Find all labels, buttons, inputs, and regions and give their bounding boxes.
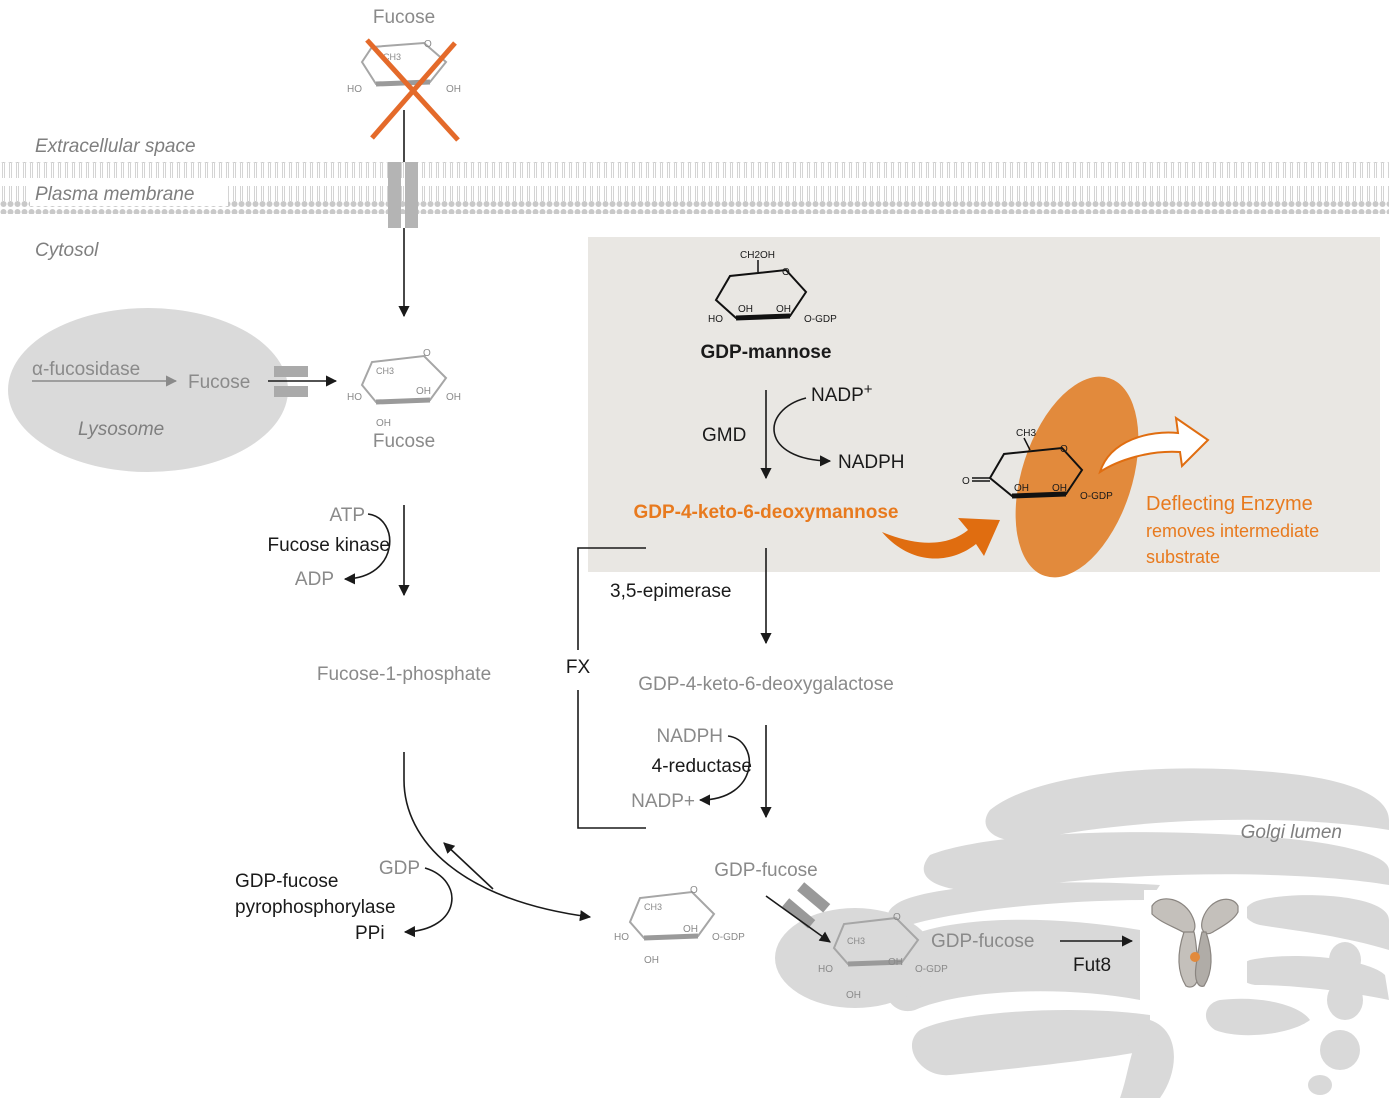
svg-text:OH: OH bbox=[1052, 483, 1067, 494]
svg-text:OH: OH bbox=[644, 955, 659, 966]
svg-text:HO: HO bbox=[614, 932, 629, 943]
svg-text:CH3: CH3 bbox=[644, 902, 662, 912]
svg-text:OH: OH bbox=[416, 386, 431, 397]
epimerase-label: 3,5-epimerase bbox=[610, 581, 731, 602]
svg-text:O: O bbox=[893, 912, 901, 923]
svg-text:HO: HO bbox=[708, 314, 723, 325]
fucose-ring-extracellular: O CH3 HO OH bbox=[347, 39, 461, 95]
gdp-fucose-ring-golgi: O CH3 HO OH O-GDP OH bbox=[818, 912, 948, 1001]
svg-text:OH: OH bbox=[846, 990, 861, 1001]
nadph-top-label: NADPH bbox=[838, 452, 905, 473]
golgi-transporter bbox=[782, 882, 831, 929]
gdp-fucose-ring-cytosol: O CH3 HO OH O-GDP OH bbox=[614, 885, 745, 966]
extracellular-label: Extracellular space bbox=[35, 136, 196, 157]
lysosome-transporter bbox=[274, 366, 308, 397]
membrane-label: Plasma membrane bbox=[35, 184, 194, 205]
deflecting-enzyme-title: Deflecting Enzyme bbox=[1146, 493, 1313, 515]
fucose-ring-cytosol: O CH3 HO OH OH OH bbox=[347, 348, 461, 429]
svg-text:OH: OH bbox=[738, 304, 753, 315]
pyrophosphorylase-label-line2: pyrophosphorylase bbox=[235, 897, 396, 918]
svg-text:O: O bbox=[782, 267, 790, 278]
fucose-cytosol-label: Fucose bbox=[373, 431, 435, 452]
fx-bracket-top bbox=[577, 547, 646, 650]
gmd-label: GMD bbox=[702, 425, 746, 446]
export-arrow-icon bbox=[1098, 415, 1210, 475]
deflecting-enzyme: O CH3 O OH OH O-GDP bbox=[962, 376, 1139, 578]
svg-text:O: O bbox=[962, 476, 970, 487]
gdp-fucose-golgi-label: GDP-fucose bbox=[931, 931, 1034, 952]
keto-deoxygalactose-label: GDP-4-keto-6-deoxygalactose bbox=[638, 674, 894, 695]
svg-text:HO: HO bbox=[347, 392, 362, 403]
svg-text:O-GDP: O-GDP bbox=[915, 964, 948, 975]
antibody-icon bbox=[1144, 890, 1247, 993]
gdp-mannose-label: GDP-mannose bbox=[701, 342, 832, 363]
svg-text:HO: HO bbox=[347, 84, 362, 95]
svg-text:O-GDP: O-GDP bbox=[804, 314, 837, 325]
fx-label: FX bbox=[566, 657, 591, 678]
svg-text:O: O bbox=[423, 348, 431, 359]
svg-text:OH: OH bbox=[1014, 483, 1029, 494]
svg-text:CH3: CH3 bbox=[847, 936, 865, 946]
svg-text:O-GDP: O-GDP bbox=[1080, 491, 1113, 502]
deflecting-enzyme-line3: substrate bbox=[1146, 547, 1220, 567]
svg-text:OH: OH bbox=[683, 924, 698, 935]
atp-label: ATP bbox=[329, 505, 365, 526]
fucose-lysosome-label: Fucose bbox=[188, 372, 250, 393]
lysosome bbox=[8, 308, 288, 472]
keto-deoxymannose-label: GDP-4-keto-6-deoxymannose bbox=[633, 502, 898, 523]
ppi-label: PPi bbox=[355, 923, 385, 944]
nadp-plus-top-label: NADP+ bbox=[811, 381, 873, 406]
svg-text:CH3: CH3 bbox=[383, 52, 401, 62]
adp-label: ADP bbox=[295, 569, 334, 590]
fucose-kinase-label: Fucose kinase bbox=[267, 535, 390, 556]
reductase-label: 4-reductase bbox=[652, 756, 752, 777]
cytosol-label: Cytosol bbox=[35, 240, 99, 261]
plasma-membrane bbox=[0, 162, 1389, 214]
svg-text:CH3: CH3 bbox=[1016, 428, 1036, 439]
fx-bracket-bottom bbox=[577, 690, 646, 829]
golgi-label: Golgi lumen bbox=[1241, 822, 1342, 843]
svg-text:O: O bbox=[424, 39, 432, 50]
fucose-1-phosphate-label: Fucose-1-phosphate bbox=[317, 664, 491, 685]
gdp-label: GDP bbox=[379, 858, 420, 879]
membrane-transporter bbox=[388, 162, 418, 228]
svg-text:OH: OH bbox=[888, 957, 903, 968]
svg-text:OH: OH bbox=[376, 418, 391, 429]
svg-text:O: O bbox=[1060, 444, 1068, 455]
blocked-cross-icon bbox=[365, 38, 460, 142]
pyrophosphorylase-label-line1: GDP-fucose bbox=[235, 871, 338, 892]
svg-text:OH: OH bbox=[776, 304, 791, 315]
svg-text:CH3: CH3 bbox=[376, 366, 394, 376]
svg-text:O-GDP: O-GDP bbox=[712, 932, 745, 943]
deflecting-enzyme-line2: removes intermediate bbox=[1146, 521, 1319, 541]
svg-text:HO: HO bbox=[818, 964, 833, 975]
alpha-fucosidase-label: α-fucosidase bbox=[32, 359, 140, 380]
svg-text:OH: OH bbox=[446, 84, 461, 95]
deflection-arrow bbox=[882, 518, 1000, 559]
nadph-bottom-label: NADPH bbox=[656, 726, 723, 747]
fut8-label: Fut8 bbox=[1073, 955, 1111, 976]
nadp-plus-bottom-label: NADP+ bbox=[631, 791, 695, 812]
golgi-apparatus bbox=[775, 768, 1389, 1098]
svg-text:O: O bbox=[690, 885, 698, 896]
fucose-extracellular-label: Fucose bbox=[373, 7, 435, 28]
gdp-fucose-cytosol-label: GDP-fucose bbox=[714, 860, 817, 881]
lysosome-label: Lysosome bbox=[78, 419, 164, 440]
gdp-mannose-ring: CH2OH O HO OH OH O-GDP bbox=[708, 250, 837, 325]
svg-text:CH2OH: CH2OH bbox=[740, 250, 775, 261]
svg-text:OH: OH bbox=[446, 392, 461, 403]
